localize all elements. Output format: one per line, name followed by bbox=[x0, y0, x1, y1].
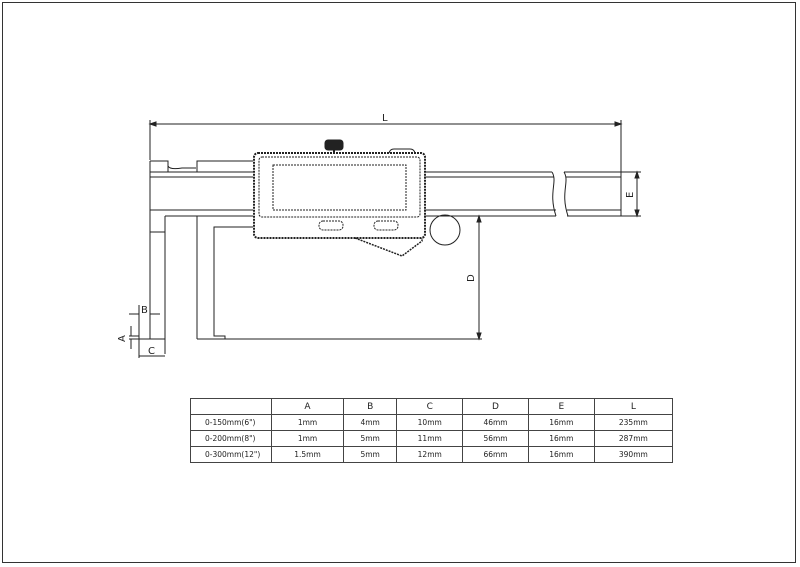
value-cell: 16mm bbox=[527, 446, 595, 463]
table-row: 0-150mm(6") 1mm 4mm 10mm 46mm 16mm 235mm bbox=[190, 414, 674, 431]
value-cell: 390mm bbox=[593, 446, 674, 463]
value-cell: 66mm bbox=[462, 446, 529, 463]
table-row: 0-300mm(12") 1.5mm 5mm 12mm 66mm 16mm 39… bbox=[190, 446, 674, 463]
dimension-B: B bbox=[129, 305, 160, 339]
specification-table: A B C D E L 0-150mm(6") 1mm 4mm 10mm 46m… bbox=[190, 398, 674, 463]
range-cell: 0-300mm(12") bbox=[190, 446, 272, 463]
dimension-D: D bbox=[466, 214, 482, 341]
thumb-roller bbox=[429, 214, 461, 246]
value-cell: 1mm bbox=[270, 414, 345, 431]
label-L: L bbox=[382, 113, 388, 124]
label-B: B bbox=[141, 305, 148, 316]
header-cell: C bbox=[396, 398, 464, 415]
main-beam bbox=[150, 171, 622, 217]
value-cell: 1.5mm bbox=[270, 446, 345, 463]
value-cell: 5mm bbox=[343, 430, 398, 447]
label-E: E bbox=[625, 192, 636, 198]
lcd-display bbox=[272, 164, 407, 211]
thumb-grip bbox=[354, 237, 423, 257]
lock-knob bbox=[324, 139, 344, 151]
dimension-C: C bbox=[138, 339, 165, 358]
value-cell: 46mm bbox=[462, 414, 529, 431]
header-cell: L bbox=[593, 398, 674, 415]
value-cell: 235mm bbox=[593, 414, 674, 431]
moving-jaw bbox=[196, 160, 482, 340]
range-cell: 0-150mm(6") bbox=[190, 414, 272, 431]
dimension-A: A bbox=[117, 326, 139, 349]
value-cell: 12mm bbox=[396, 446, 464, 463]
header-cell: E bbox=[527, 398, 595, 415]
slider-body bbox=[253, 139, 461, 257]
break-mark bbox=[551, 171, 569, 217]
value-cell: 16mm bbox=[527, 430, 595, 447]
table-header-row: A B C D E L bbox=[190, 398, 674, 415]
value-cell: 10mm bbox=[396, 414, 464, 431]
header-cell: A bbox=[270, 398, 345, 415]
range-cell: 0-200mm(8") bbox=[190, 430, 272, 447]
button-right bbox=[373, 220, 399, 231]
label-D: D bbox=[466, 274, 477, 282]
value-cell: 4mm bbox=[343, 414, 398, 431]
value-cell: 16mm bbox=[527, 414, 595, 431]
label-C: C bbox=[148, 346, 155, 357]
header-cell bbox=[190, 398, 272, 415]
button-left bbox=[318, 220, 344, 231]
header-cell: B bbox=[343, 398, 398, 415]
dimension-E: E bbox=[621, 170, 641, 218]
label-A: A bbox=[117, 335, 128, 342]
value-cell: 287mm bbox=[593, 430, 674, 447]
value-cell: 5mm bbox=[343, 446, 398, 463]
value-cell: 56mm bbox=[462, 430, 529, 447]
fixed-jaw bbox=[137, 160, 196, 354]
value-cell: 1mm bbox=[270, 430, 345, 447]
header-cell: D bbox=[462, 398, 529, 415]
value-cell: 11mm bbox=[396, 430, 464, 447]
dimension-L: L bbox=[148, 113, 623, 172]
table-row: 0-200mm(8") 1mm 5mm 11mm 56mm 16mm 287mm bbox=[190, 430, 674, 447]
